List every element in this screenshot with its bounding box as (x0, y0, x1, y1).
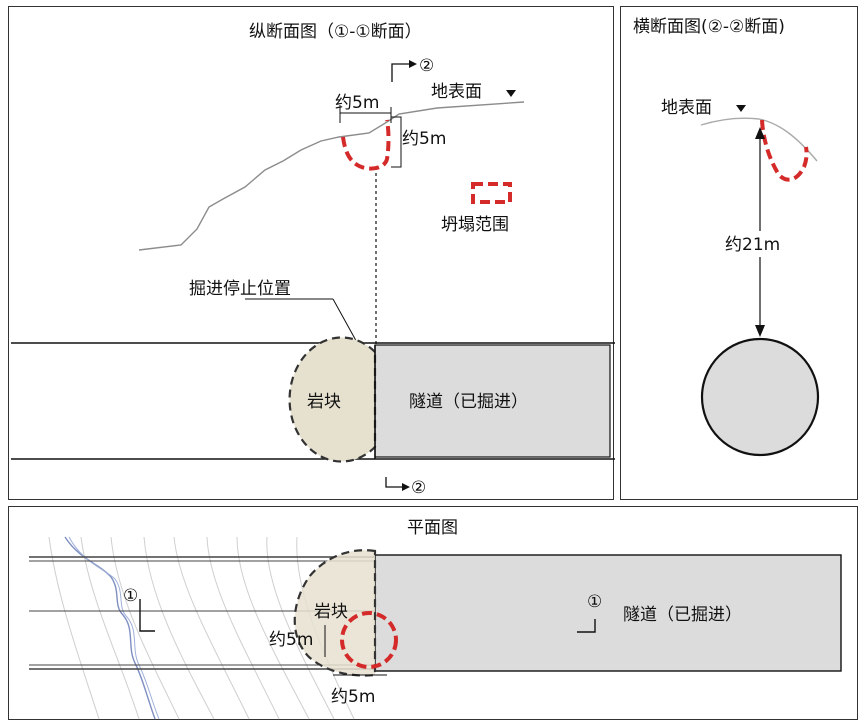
rock-block-label: 岩块 (307, 392, 341, 412)
section-mark-top (391, 63, 409, 82)
arrow-right-icon-bottom (402, 483, 410, 491)
ground-surface-label: 地表面 (431, 82, 482, 102)
longitudinal-section-panel: 纵断面图（①-①断面） 地表面 ② 约5m 约5m 坍塌范围 掘进停止位置 (8, 6, 615, 500)
tunnel-plan-excavated (374, 554, 842, 672)
plan-view-drawing: 平面图 隧道（已掘进） 岩块 约5m 约5m ① ① (29, 518, 842, 720)
longitudinal-section-drawing: 纵断面图（①-①断面） 地表面 ② 约5m 约5m 坍塌范围 掘进停止位置 (11, 22, 615, 498)
cross-ground-marker-icon (736, 105, 746, 112)
cross-collapse-outline (760, 119, 809, 182)
section-mark-bottom-label: ② (411, 478, 426, 498)
longitudinal-title: 纵断面图（①-①断面） (249, 22, 422, 42)
tunnel-label: 隧道（已掘进） (409, 392, 528, 412)
plan-section-mark-left-label: ① (123, 586, 138, 606)
rock-block-shape (288, 336, 377, 463)
cross-ground-line (700, 117, 818, 162)
plan-tunnel-label: 隧道（已掘进） (623, 605, 742, 625)
collapse-legend-icon (471, 182, 512, 204)
cross-section-panel: 横断面图(②-②断面) 地表面 约21m (620, 6, 858, 500)
dim-width-label: 约5m (335, 93, 379, 113)
dim-depth-bracket (391, 116, 402, 168)
plan-section-mark-right-label: ① (587, 592, 602, 612)
collapse-zone-outline (341, 119, 391, 171)
plan-view-panel: 平面图 隧道（已掘进） 岩块 约5m 约5m ① ① (8, 506, 858, 720)
arrow-up-icon (755, 127, 765, 139)
cross-ground-label: 地表面 (661, 98, 712, 118)
section-mark-top-label: ② (419, 56, 434, 76)
stop-position-label: 掘进停止位置 (189, 279, 291, 299)
plan-section-mark-left (139, 599, 155, 632)
cross-depth-label: 约21m (725, 235, 780, 255)
cross-title: 横断面图(②-②断面) (633, 17, 785, 37)
dim-depth-label: 约5m (402, 129, 446, 149)
ground-marker-icon (506, 90, 516, 97)
tunnel-excavated (374, 344, 611, 458)
plan-collapse-outline (340, 611, 398, 669)
plan-dim-vertical-label: 约5m (269, 630, 313, 650)
collapse-legend-label: 坍塌范围 (441, 215, 509, 235)
arrow-down-icon (755, 325, 765, 337)
river-line (64, 536, 156, 720)
cross-section-drawing: 横断面图(②-②断面) 地表面 约21m (633, 17, 820, 457)
plan-rock-block-shape (293, 549, 377, 677)
plan-dim-horizontal-label: 约5m (331, 687, 375, 707)
plan-section-mark-right (577, 619, 596, 633)
arrow-right-icon (409, 60, 417, 68)
section-mark-bottom (385, 477, 402, 488)
plan-title: 平面图 (407, 518, 458, 538)
cross-depth-label-bg (721, 231, 799, 257)
ground-surface-line (138, 101, 525, 251)
river-line-secondary (68, 536, 160, 720)
plan-rock-label: 岩块 (314, 602, 348, 622)
cross-tunnel-circle (700, 337, 820, 457)
